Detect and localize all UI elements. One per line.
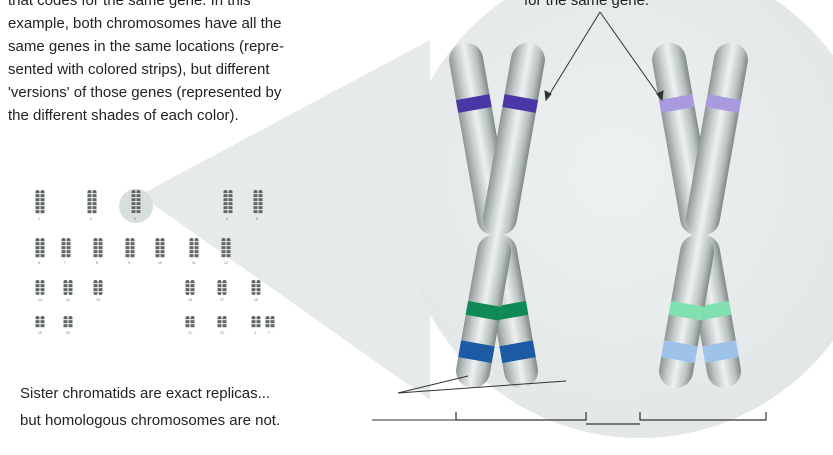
intro-line: 'versions' of those genes (represented b… bbox=[8, 84, 282, 101]
karyotype-chromosome: X bbox=[252, 316, 261, 335]
karyotype-label: 22 bbox=[220, 331, 224, 335]
karyotype-label: X bbox=[254, 331, 257, 335]
karyotype-chromosome: 2 bbox=[88, 190, 97, 221]
karyotype-chromosome: 22 bbox=[218, 316, 227, 335]
top-label: for the same gene. bbox=[524, 0, 649, 9]
karyotype-label: 5 bbox=[256, 217, 258, 221]
karyotype-chromosome: Y bbox=[266, 316, 275, 335]
karyotype-chromosome: 18 bbox=[252, 280, 261, 302]
karyotype-chromosome: 13 bbox=[36, 280, 45, 302]
karyotype-label: 12 bbox=[224, 261, 228, 265]
karyotype-label: 19 bbox=[38, 331, 42, 335]
intro-line: that codes for the same gene. In this bbox=[8, 0, 251, 9]
karyotype-chromosome: 21 bbox=[186, 316, 195, 335]
karyotype-chromosome: 19 bbox=[36, 316, 45, 335]
karyotype-label: 4 bbox=[226, 217, 228, 221]
karyotype-chromosome: 7 bbox=[62, 238, 71, 265]
karyotype-label: 18 bbox=[254, 298, 258, 302]
karyotype-chromosome: 6 bbox=[36, 238, 45, 265]
karyotype-chromosome: 9 bbox=[126, 238, 135, 265]
karyotype-label: 15 bbox=[96, 298, 100, 302]
karyotype-chromosome: 8 bbox=[94, 238, 103, 265]
karyotype-label: 3 bbox=[134, 217, 136, 221]
svg-text:that codes for the same gene.: that codes for the same gene. In this bbox=[8, 0, 251, 9]
karyotype-label: 6 bbox=[38, 261, 40, 265]
karyotype-label: 21 bbox=[188, 331, 192, 335]
karyotype-chromosome: 17 bbox=[218, 280, 227, 302]
karyotype-label: 1 bbox=[38, 217, 40, 221]
karyotype-label: 14 bbox=[66, 298, 70, 302]
intro-line: the different shades of each color). bbox=[8, 107, 239, 124]
karyotype-label: 11 bbox=[192, 261, 196, 265]
karyotype-label: 20 bbox=[66, 331, 70, 335]
karyotype-chromosome: 10 bbox=[156, 238, 165, 265]
karyotype-label: 16 bbox=[188, 298, 192, 302]
karyotype-chromosome: 20 bbox=[64, 316, 73, 335]
karyotype-label: 2 bbox=[90, 217, 92, 221]
intro-line: same genes in the same locations (repre- bbox=[8, 38, 284, 55]
karyotype-label: 9 bbox=[128, 261, 130, 265]
intro-line: sented with colored strips), but differe… bbox=[8, 61, 270, 78]
karyotype-label: 13 bbox=[38, 298, 42, 302]
caption-homologous-chromosomes: but homologous chromosomes are not. bbox=[20, 412, 280, 429]
highlight-circle bbox=[119, 189, 153, 223]
karyotype-label: 17 bbox=[220, 298, 224, 302]
intro-text: that codes for the same gene. In this ex… bbox=[8, 0, 284, 124]
karyotype-chromosome: 14 bbox=[64, 280, 73, 302]
karyotype-label: 8 bbox=[96, 261, 98, 265]
karyotype-chromosome: 11 bbox=[190, 238, 199, 265]
karyotype-label: 10 bbox=[158, 261, 162, 265]
karyotype-label: Y bbox=[268, 331, 271, 335]
caption-sister-chromatids: Sister chromatids are exact replicas... bbox=[20, 385, 270, 402]
karyotype-chromosome: 16 bbox=[186, 280, 195, 302]
karyotype-chromosome: 15 bbox=[94, 280, 103, 302]
intro-line: example, both chromosomes have all the bbox=[8, 15, 281, 32]
karyotype-label: 7 bbox=[64, 261, 66, 265]
karyotype-chromosome: 1 bbox=[36, 190, 45, 221]
